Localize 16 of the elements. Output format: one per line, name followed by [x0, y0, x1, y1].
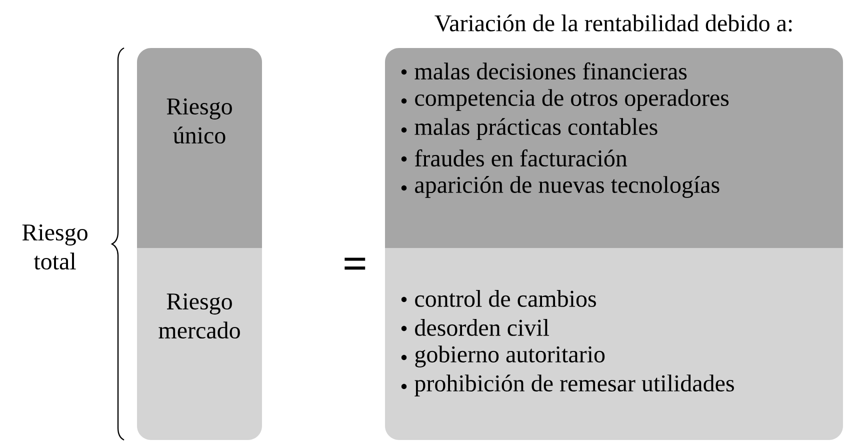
heading: Variación de la rentabilidad debido a:: [434, 14, 792, 32]
risk-box: Riesgo mercado: [137, 248, 262, 440]
list-item: malas prácticas contables: [414, 118, 658, 140]
risk-box: Riesgo único: [137, 48, 262, 248]
brace-label: Riesgo total: [22, 224, 88, 270]
equals-sign: =: [344, 258, 366, 270]
list-item: aparición de nuevas tecnologías: [415, 176, 720, 198]
list-item: control de cambios: [415, 290, 596, 307]
list-box: [385, 248, 843, 440]
list-item: gobierno autoritario: [415, 346, 605, 368]
list-item: malas decisiones financieras: [414, 62, 687, 80]
list-box: [385, 48, 843, 248]
list-item: competencia de otros operadores: [415, 89, 729, 111]
list-item: prohibición de remesar utilidades: [414, 374, 734, 396]
list-item: fraudes en facturación: [414, 149, 628, 167]
list-item: desorden civil: [415, 319, 550, 336]
